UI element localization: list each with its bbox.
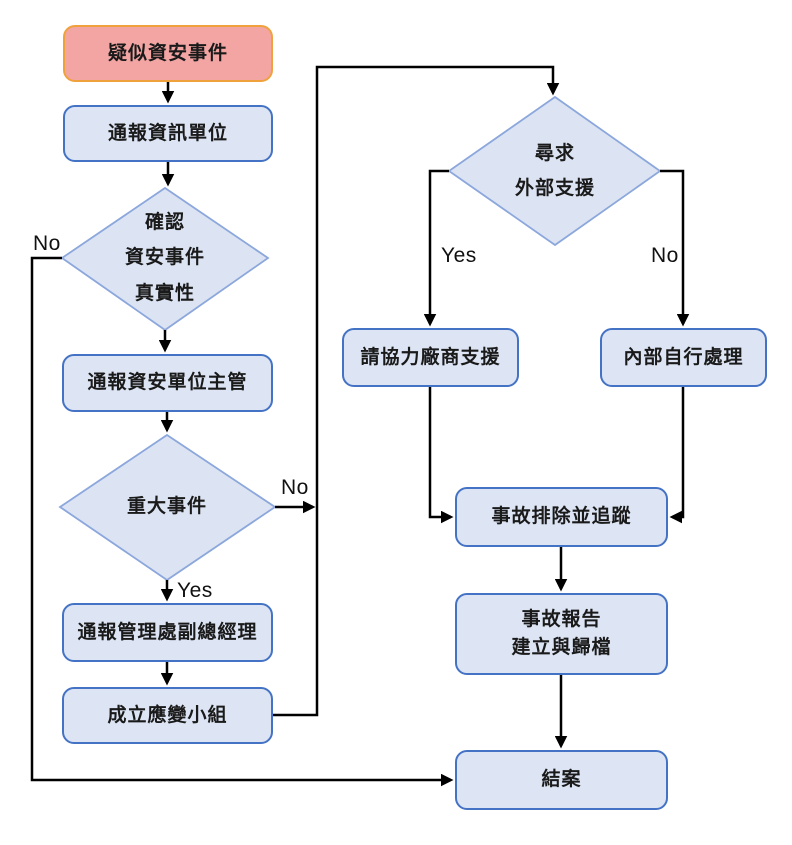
node-vendor-support: 請協力廠商支援 [342,328,519,387]
node-report-and-archive: 事故報告 建立與歸檔 [455,593,668,675]
edge-task-force-to-external [273,65,560,717]
edge-label-external-yes: Yes [441,244,477,267]
decision-major-incident-shape [58,433,277,582]
edge-label-major-no: No [281,476,309,499]
node-internal-handling: 內部自行處理 [600,328,767,387]
node-resolve-and-track: 事故排除並追蹤 [455,487,668,547]
edge-external-yes-to-vendor [423,169,449,327]
edge-label-major-yes: Yes [177,579,213,602]
decision-external-support-shape [447,95,662,247]
decision-confirm-authenticity-shape [60,186,270,332]
edge-external-no-to-internal [660,169,690,327]
edge-label-external-no: No [651,244,679,267]
node-suspected-incident: 疑似資安事件 [63,25,273,82]
node-notify-vp: 通報管理處副總經理 [62,603,273,662]
edge-vendor-to-resolve [428,387,454,524]
node-notify-security-manager: 通報資安單位主管 [62,354,273,412]
edge-confirm-no-to-close [30,256,454,787]
edge-internal-to-resolve [669,387,685,524]
node-form-task-force: 成立應變小組 [62,687,273,744]
node-close-case: 結案 [455,750,668,810]
node-notify-it-unit: 通報資訊單位 [63,105,273,162]
edge-label-confirm-no: No [33,232,61,255]
